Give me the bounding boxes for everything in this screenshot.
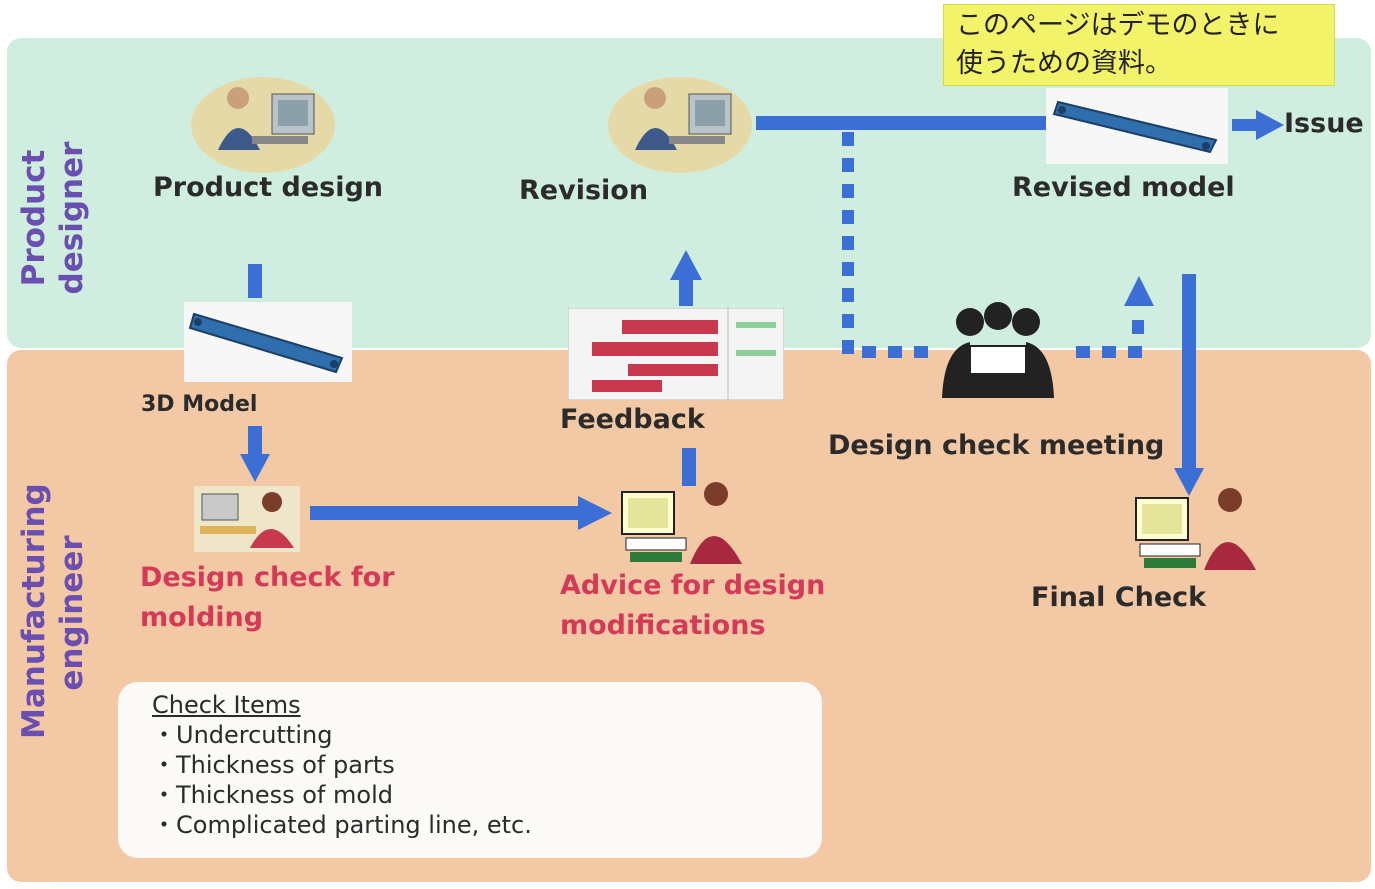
check-item: ・Thickness of mold [152, 781, 393, 809]
arrowhead-to-advice [578, 496, 612, 530]
engineer-advice-icon [621, 482, 742, 564]
label-issue: Issue [1284, 108, 1364, 139]
label-revision: Revision [519, 175, 649, 206]
label-advice-design-modifications: Advice for design modifications [560, 570, 826, 641]
arrowhead-to-final [1174, 468, 1204, 496]
arrowhead-to-revision [670, 250, 702, 280]
arrowhead-to-issue [1256, 110, 1284, 140]
check-item: ・Thickness of parts [152, 751, 395, 779]
label-product-design: Product design [153, 172, 384, 203]
engineer-molding-icon [194, 486, 300, 552]
label-final-check: Final Check [1031, 582, 1207, 613]
label-revised-model: Revised model [1012, 172, 1235, 203]
revised-model-part-icon [1046, 88, 1228, 164]
check-item: ・Complicated parting line, etc. [152, 811, 532, 839]
demo-note-text: このページはデモのときに 使うための資料。 [956, 10, 1280, 79]
check-item: ・Undercutting [152, 721, 333, 749]
meeting-group-icon [942, 302, 1054, 398]
feedback-spreadsheet-icon [568, 308, 784, 400]
arrowhead-to-revised-dashed [1124, 276, 1154, 306]
label-design-check-molding: Design check for molding [140, 562, 395, 633]
check-items-title: Check Items [152, 691, 301, 719]
label-3d-model: 3D Model [141, 392, 258, 417]
demo-note: このページはデモのときに 使うための資料。 [943, 4, 1335, 86]
connector-product-to-3d [248, 264, 262, 298]
designer-at-computer-icon [191, 77, 335, 173]
label-feedback: Feedback [560, 404, 705, 435]
connector-feedback-to-revision [679, 278, 693, 306]
connector-revised-to-final [1182, 274, 1196, 470]
connector-advice-to-feedback [682, 448, 696, 486]
label-design-check-meeting: Design check meeting [828, 430, 1165, 461]
3d-model-part-icon [184, 302, 352, 382]
engineer-final-check-icon [1135, 488, 1256, 570]
connector-revision-to-revised [756, 116, 1046, 130]
dashed-meeting-path [842, 132, 1154, 358]
connector-molding-to-advice [310, 506, 580, 520]
connector-to-issue [1232, 119, 1258, 131]
connector-3d-to-molding [248, 426, 262, 456]
check-items-box: Check Items ・Undercutting ・Thickness of … [118, 682, 822, 858]
arrowhead-to-molding [240, 454, 270, 482]
designer-revision-icon [608, 77, 752, 173]
